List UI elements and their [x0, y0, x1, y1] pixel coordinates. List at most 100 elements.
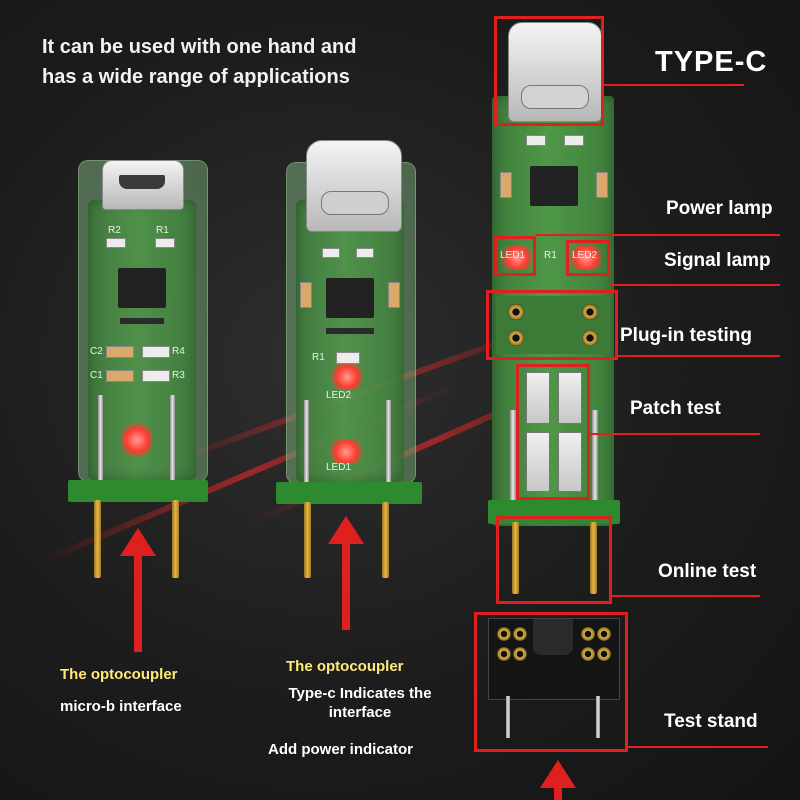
resistor	[564, 135, 584, 146]
patch-pad	[526, 372, 550, 424]
left-caption-sub: micro-b interface	[60, 698, 182, 715]
capacitor	[388, 282, 400, 308]
highlight-stand	[474, 612, 628, 752]
highlight-online	[496, 516, 612, 604]
optocoupler-chip	[530, 166, 578, 206]
module-middle-base	[276, 482, 422, 504]
pad-hole-icon	[508, 330, 524, 346]
led-glow	[122, 420, 152, 460]
test-pin-right	[590, 522, 597, 594]
leader-line-typec	[604, 84, 744, 86]
micro-usb-connector	[102, 160, 184, 210]
arrow-up-icon	[120, 528, 156, 652]
socket-hole-icon	[497, 627, 511, 641]
inner-pin	[170, 395, 175, 480]
highlight-led1	[494, 236, 536, 276]
resistor	[356, 248, 374, 258]
leader-line-stand	[628, 746, 768, 748]
inner-pin	[592, 410, 598, 520]
plugin-pad-area	[496, 296, 610, 354]
silk-c1: C1	[90, 370, 103, 381]
silk-r4: R4	[172, 346, 185, 357]
test-pin-left	[304, 502, 311, 578]
socket-pin	[506, 696, 510, 738]
resistor-r2	[106, 238, 126, 248]
silk-c2: C2	[90, 346, 103, 357]
capacitor	[300, 282, 312, 308]
resistor-r1	[336, 352, 360, 364]
type-c-port-icon	[321, 191, 389, 215]
optocoupler-chip	[118, 268, 166, 308]
callout-plugin-testing: Plug-in testing	[620, 325, 752, 346]
socket-pin	[596, 696, 600, 738]
led1-glow	[498, 246, 536, 270]
pad-hole-icon	[508, 304, 524, 320]
type-c-connector	[508, 22, 602, 122]
led2-glow	[328, 364, 366, 390]
inner-pin	[304, 400, 309, 482]
callout-online-test: Online test	[658, 561, 757, 582]
arrow-up-icon	[328, 516, 364, 630]
pad-hole-icon	[582, 304, 598, 320]
module-left-base	[68, 480, 208, 502]
chip-pins	[120, 318, 164, 324]
test-stand-socket	[488, 618, 620, 700]
headline: It can be used with one hand and has a w…	[42, 32, 356, 92]
resistor-r1	[155, 238, 175, 248]
type-c-connector	[306, 140, 402, 232]
middle-caption-title: The optocoupler	[286, 658, 404, 675]
resistor	[322, 248, 340, 258]
callout-type-c: TYPE-C	[655, 46, 768, 78]
socket-hole-icon	[513, 647, 527, 661]
silk-led1: LED1	[500, 250, 526, 261]
socket-hole-icon	[513, 627, 527, 641]
highlight-led2	[566, 240, 610, 276]
test-pin-right	[382, 502, 389, 578]
resistor	[526, 135, 546, 146]
headline-line-2: has a wide range of applications	[42, 66, 350, 88]
pad-hole-icon	[582, 330, 598, 346]
headline-line-1: It can be used with one hand and	[42, 36, 357, 58]
silk-r1: R1	[312, 352, 325, 363]
socket-hole-icon	[597, 627, 611, 641]
silk-r2: R2	[108, 225, 121, 236]
silk-led1: LED1	[326, 462, 352, 473]
patch-pad	[558, 432, 582, 492]
silk-led2: LED2	[326, 390, 352, 401]
patch-pad	[526, 432, 550, 492]
leader-line-power	[536, 234, 780, 236]
type-c-port-icon	[521, 85, 589, 109]
module-right-base	[488, 500, 620, 524]
leader-line-online	[612, 595, 760, 597]
optocoupler-chip	[326, 278, 374, 318]
leader-line-patch	[590, 433, 760, 435]
capacitor-c2	[106, 346, 134, 358]
middle-caption-extra: Add power indicator	[268, 741, 414, 758]
socket-hole-icon	[597, 647, 611, 661]
highlight-plugin	[486, 290, 618, 360]
callout-test-stand: Test stand	[664, 711, 758, 732]
inner-pin	[98, 395, 103, 480]
leader-line-plugin	[618, 355, 780, 357]
chip-pins	[326, 328, 374, 334]
middle-caption-sub: Type-c Indicates the interface	[288, 685, 432, 721]
left-caption-title: The optocoupler	[60, 666, 178, 683]
socket-hole-icon	[581, 627, 595, 641]
silk-r1: R1	[544, 250, 557, 261]
callout-power-lamp: Power lamp	[666, 198, 773, 219]
capacitor	[596, 172, 608, 198]
socket-slot	[533, 619, 573, 655]
resistor-r3	[142, 370, 170, 382]
highlight-patch	[516, 364, 590, 500]
leader-line-signal	[610, 284, 780, 286]
test-pin-left	[94, 500, 101, 578]
socket-hole-icon	[581, 647, 595, 661]
test-pin-left	[512, 522, 519, 594]
callout-signal-lamp: Signal lamp	[664, 250, 771, 271]
socket-hole-icon	[497, 647, 511, 661]
micro-usb-port-icon	[119, 175, 165, 189]
highlight-type-c	[494, 16, 604, 126]
callout-patch-test: Patch test	[630, 398, 721, 419]
led2-glow	[566, 246, 606, 270]
arrow-up-icon	[540, 760, 576, 800]
